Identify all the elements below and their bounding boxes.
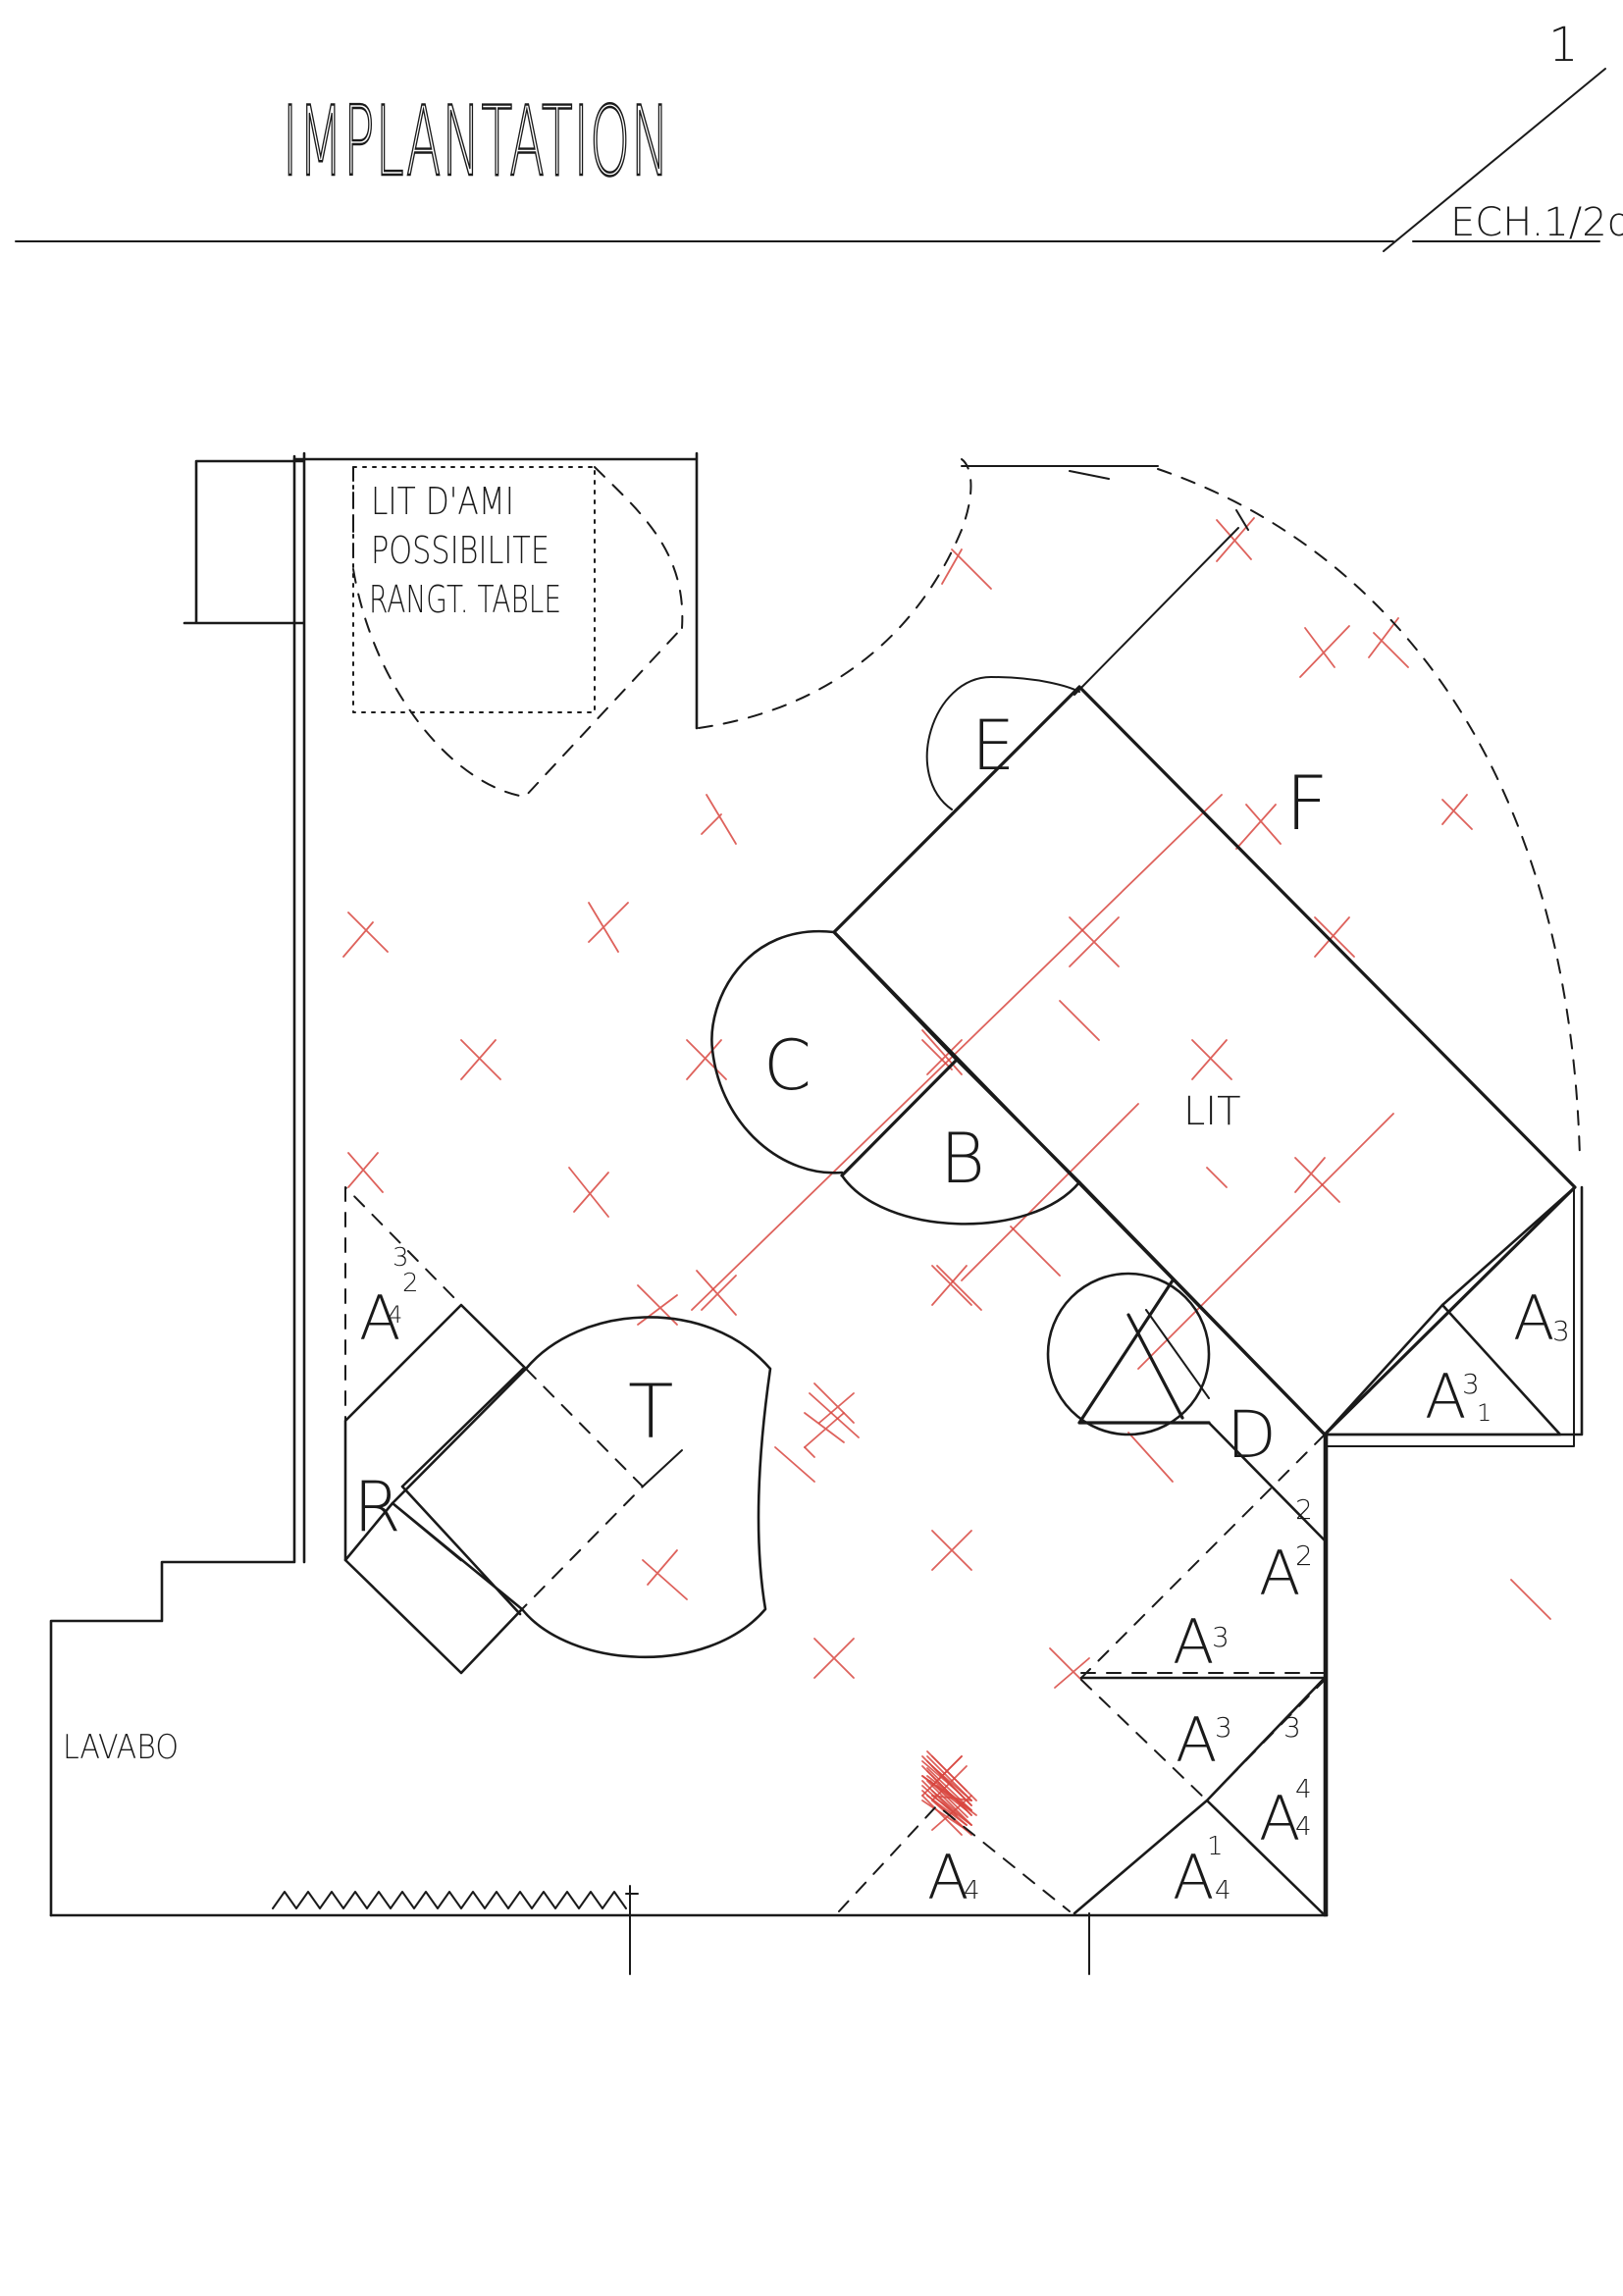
A344-sub: 4: [1295, 1775, 1312, 1804]
header-diagonal: [1383, 68, 1606, 252]
A14-sub: 4: [1215, 1876, 1231, 1905]
A3-center-1-sup: 3: [1212, 1621, 1230, 1653]
grid-marks: [342, 517, 1551, 1836]
sink-label: LAVABO: [63, 1728, 179, 1767]
guest-bed-outline: [352, 466, 596, 713]
table-group: T R: [343, 1303, 772, 1675]
module-D: D: [1046, 1180, 1327, 1473]
A-left-sup: 3: [393, 1243, 409, 1273]
module-E-label: E: [971, 705, 1015, 786]
modules-right-column: A 2 2 A 3 A 3 A 3 4 4 A 1 4 A 4: [838, 1421, 1327, 1917]
module-C-B: C B: [710, 929, 1081, 1226]
A4-sub: 4: [964, 1876, 980, 1905]
scale-label: ECH.1/2o: [1450, 200, 1623, 245]
page-title: IMPLANTATION: [283, 86, 670, 198]
radiator-icon: [272, 1891, 639, 1909]
A3-center-2: A: [1176, 1704, 1217, 1776]
A31-right: A: [1425, 1361, 1466, 1433]
A31-right-sub: 1: [1477, 1399, 1492, 1427]
bed-group: LIT F: [832, 509, 1577, 1436]
header: IMPLANTATION 1 ECH.1/2o: [15, 18, 1623, 252]
module-D-label: D: [1227, 1397, 1277, 1473]
A-left-sub: 2: [402, 1269, 419, 1298]
guest-bed-label-2: POSSIBILITE: [371, 529, 550, 572]
A3-top-right: A: [1513, 1282, 1554, 1354]
modules-right-top: A 3 A 3 1: [1323, 1185, 1577, 1436]
module-R-label: R: [353, 1467, 401, 1547]
module-E: E: [925, 676, 1080, 810]
guest-bed-label-1: LIT D'AMI: [371, 480, 514, 523]
A3-center-2-sup: 3: [1215, 1711, 1232, 1744]
walls: [49, 451, 1584, 1975]
A-left-sub2: 4: [388, 1301, 402, 1329]
A14-label: A: [1173, 1842, 1214, 1913]
module-A-left: A 3 2 4: [344, 1186, 462, 1422]
A14-sup: 1: [1207, 1832, 1224, 1861]
module-F-label: F: [1285, 759, 1329, 847]
A-left-label: A: [359, 1282, 400, 1354]
A344-label: A: [1259, 1783, 1300, 1854]
A3-center-1: A: [1173, 1606, 1214, 1678]
A4-label: A: [927, 1842, 969, 1913]
guest-bed-area: LIT D'AMI POSSIBILITE RANGT. TABLE: [352, 466, 684, 798]
module-T-label: T: [628, 1368, 673, 1455]
module-C-label: C: [763, 1025, 812, 1106]
bed-label: LIT: [1183, 1089, 1241, 1134]
A344-sub2: 4: [1295, 1812, 1312, 1842]
A344-sup: 3: [1283, 1711, 1301, 1744]
guest-bed-label-3: RANGT. TABLE: [369, 578, 561, 621]
A22-label: A: [1259, 1538, 1300, 1609]
A3-top-right-sub: 3: [1552, 1315, 1570, 1347]
page-number: 1: [1548, 18, 1579, 73]
A31-right-sup: 3: [1462, 1368, 1480, 1400]
A22-sup: 2: [1295, 1493, 1313, 1526]
A22-sub: 2: [1295, 1539, 1313, 1572]
module-B-label: B: [940, 1119, 985, 1199]
